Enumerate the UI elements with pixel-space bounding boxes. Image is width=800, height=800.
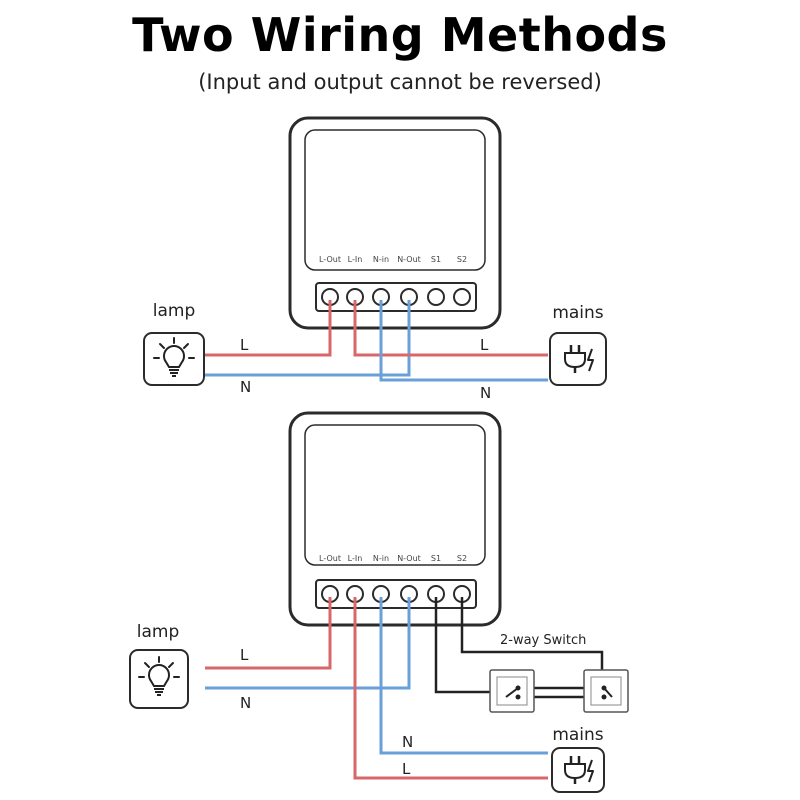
live-wire-in bbox=[353, 300, 548, 357]
terminal-label: S2 bbox=[457, 255, 467, 264]
neutral-wire-in bbox=[379, 300, 548, 382]
terminal-label: S1 bbox=[431, 554, 441, 563]
terminal-label: S2 bbox=[457, 554, 467, 563]
terminal-block bbox=[315, 282, 477, 312]
terminal-screw bbox=[453, 288, 471, 306]
terminal-label: S1 bbox=[431, 255, 441, 264]
live-wire-in bbox=[353, 597, 548, 780]
terminal-label: N-in bbox=[373, 255, 389, 264]
wire-label-n: N bbox=[402, 733, 413, 751]
page-title: Two Wiring Methods bbox=[132, 8, 668, 62]
switch-label: 2-way Switch bbox=[500, 633, 586, 648]
relay-face-panel bbox=[304, 129, 486, 271]
terminal-label: L-In bbox=[348, 554, 363, 563]
mains-label: mains bbox=[552, 725, 603, 745]
relay-module bbox=[288, 411, 502, 627]
terminal-label: N-Out bbox=[397, 554, 421, 563]
switch-wire-s2 bbox=[460, 597, 604, 680]
wire-label-n: N bbox=[240, 694, 251, 712]
two-way-switch-1 bbox=[489, 669, 535, 713]
terminal-screw bbox=[427, 288, 445, 306]
terminal-label: L-Out bbox=[319, 554, 341, 563]
relay-face-panel bbox=[304, 424, 486, 566]
wire-label-l: L bbox=[480, 336, 489, 354]
wire-label-l: L bbox=[240, 336, 249, 354]
mains-label: mains bbox=[552, 303, 603, 323]
diagram-1: L-Out L-In N-in N-Out S1 S2 L N L N lamp… bbox=[143, 116, 607, 402]
terminal-label: N-Out bbox=[397, 255, 421, 264]
relay-module bbox=[288, 116, 502, 330]
neutral-wire-out bbox=[205, 597, 411, 690]
terminal-label: N-in bbox=[373, 554, 389, 563]
lamp-label: lamp bbox=[137, 622, 180, 642]
wire-label-n: N bbox=[240, 378, 251, 396]
diagram-2: L-Out L-In N-in N-Out S1 S2 2-way Switch bbox=[129, 411, 629, 793]
terminal-block bbox=[315, 579, 477, 609]
wire-label-l: L bbox=[402, 760, 411, 778]
live-wire-out bbox=[205, 597, 332, 670]
neutral-wire-out bbox=[205, 300, 411, 377]
switch-wire-s1 bbox=[434, 597, 514, 694]
page-subtitle: (Input and output cannot be reversed) bbox=[198, 70, 602, 94]
live-wire-out bbox=[205, 300, 332, 357]
wire-label-l: L bbox=[240, 646, 249, 664]
two-way-switch-2 bbox=[583, 669, 629, 713]
terminal-label: L-Out bbox=[319, 255, 341, 264]
neutral-wire-in bbox=[379, 597, 548, 755]
lamp-label: lamp bbox=[153, 301, 196, 321]
wire-label-n: N bbox=[480, 384, 491, 402]
terminal-label: L-In bbox=[348, 255, 363, 264]
